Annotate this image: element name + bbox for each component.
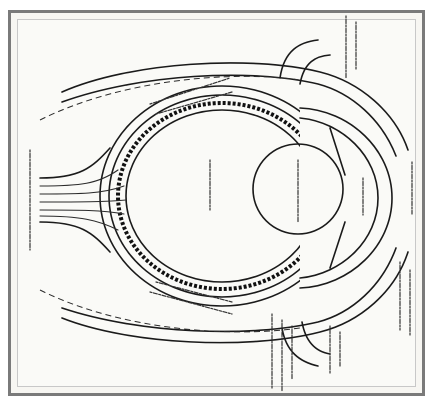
retina-layer (126, 110, 318, 282)
label-mark-layer-bottom-1 (150, 292, 232, 314)
cornea-mask (300, 110, 360, 285)
optic-nerve-fiber-3 (40, 200, 126, 202)
label-mark-layer-top-1 (150, 78, 230, 104)
optic-nerve-fiber-2 (40, 186, 124, 194)
bottom-muscle-attachment (282, 322, 330, 366)
choroid-layer (118, 103, 326, 289)
optic-nerve-bottom (40, 222, 110, 252)
top-muscle-attachment (280, 40, 330, 84)
optic-nerve-top (40, 148, 110, 178)
